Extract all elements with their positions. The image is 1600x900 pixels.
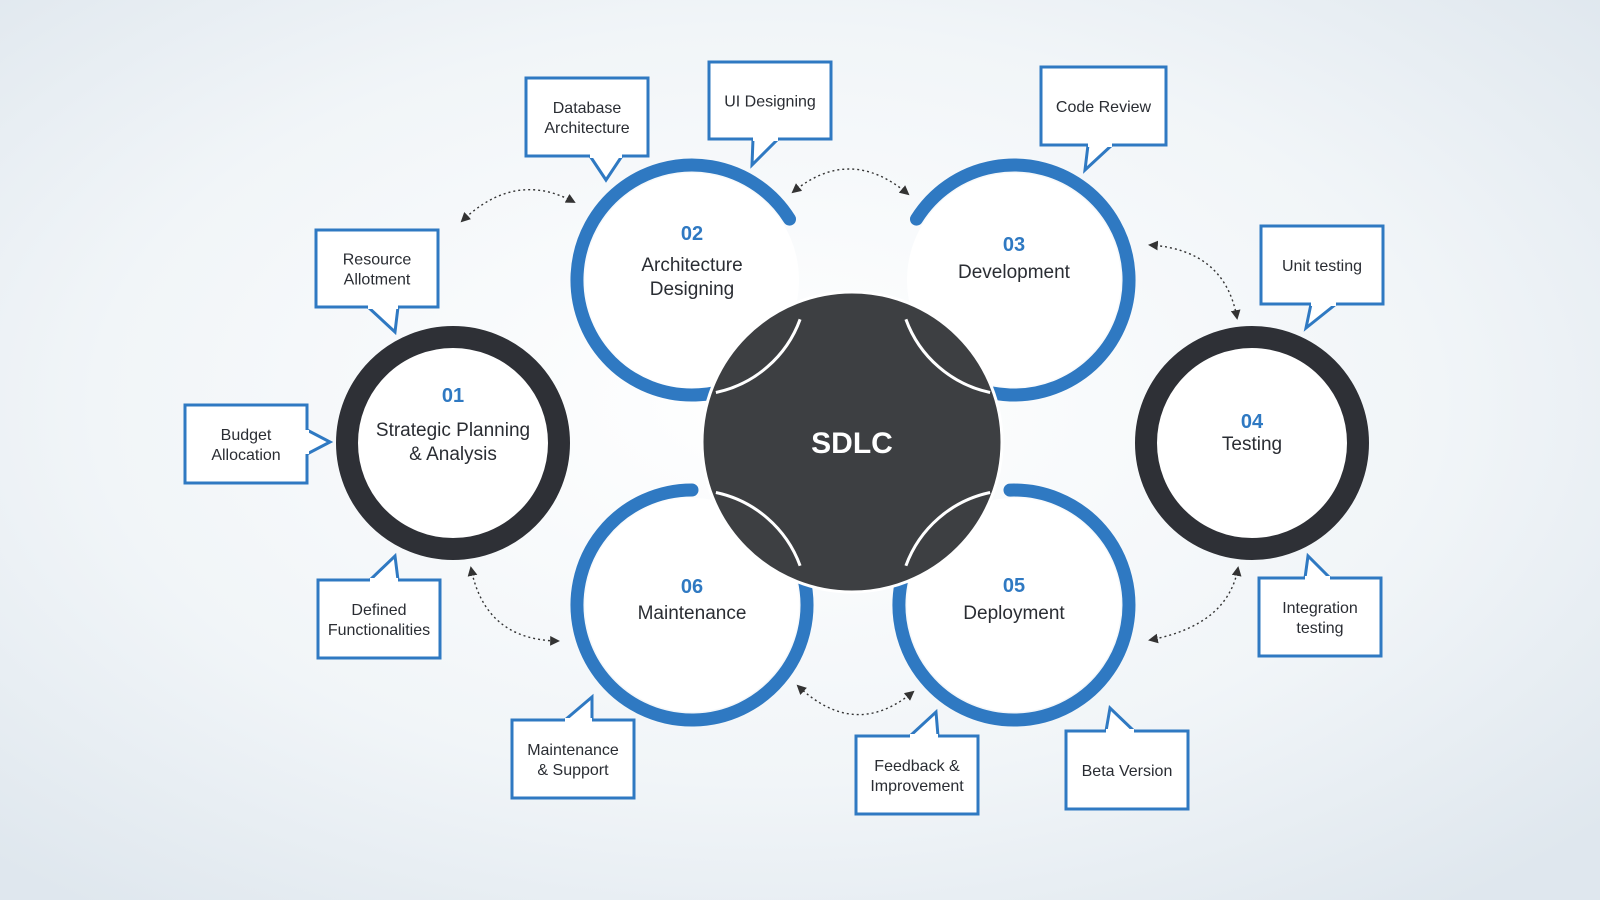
overlap-arc — [715, 491, 802, 567]
dotted-arrow — [460, 189, 576, 223]
callout-label: Code Review — [1056, 99, 1152, 116]
phase-number: 03 — [1003, 234, 1025, 256]
phase-title: Deployment — [963, 603, 1065, 624]
phase-fill — [585, 498, 799, 712]
overlap-arc — [904, 318, 991, 394]
callout-frame — [1259, 224, 1385, 306]
overlap-arc — [715, 318, 802, 394]
phase-title: Development — [958, 262, 1071, 283]
center-hub: SDLC — [700, 290, 1004, 594]
dotted-arrow — [791, 168, 910, 196]
callout-box: Maintenance & Support — [510, 693, 636, 800]
callout-frame — [524, 76, 650, 158]
callout-frame — [854, 734, 980, 816]
callout-frame — [314, 228, 440, 309]
callout-box: Code Review — [1039, 65, 1168, 174]
dotted-arrow — [796, 684, 915, 716]
phase-ring-arc — [570, 158, 796, 402]
callout-label: Allotment — [344, 272, 411, 289]
callout-label: testing — [1296, 620, 1343, 637]
center-label: SDLC — [811, 427, 893, 460]
callout-label: Maintenance — [527, 742, 619, 759]
phase-fill — [907, 498, 1121, 712]
phase-title: Maintenance — [638, 603, 747, 624]
phase-title: Testing — [1222, 434, 1282, 455]
callout-frame — [183, 403, 309, 485]
callout-label: Defined — [351, 602, 406, 619]
phase-ring — [336, 326, 570, 560]
callout-label: Architecture — [544, 120, 629, 137]
dotted-arrow — [1148, 240, 1241, 320]
callout-box: UI Designing — [707, 60, 833, 169]
callout-frame — [316, 578, 442, 660]
callout-label: Database — [553, 100, 622, 117]
phase-title: Designing — [650, 279, 735, 300]
phase-ring-arc — [570, 483, 814, 727]
callout-label: Resource — [343, 252, 412, 269]
callout-label: Functionalities — [328, 622, 430, 639]
callout-label: Improvement — [870, 778, 964, 795]
phase-number: 06 — [681, 576, 703, 598]
callout-frame — [510, 718, 636, 800]
phase-title: Architecture — [641, 255, 742, 276]
callout-label: Beta Version — [1082, 763, 1173, 780]
phase-number: 02 — [681, 223, 703, 245]
phase-number: 01 — [442, 385, 464, 407]
phase-ring-arc — [892, 483, 1136, 727]
callout-label: Unit testing — [1282, 258, 1362, 275]
phase-ring-arc — [910, 158, 1136, 402]
callout-box: Beta Version — [1064, 704, 1190, 811]
callout-box: Unit testing — [1259, 224, 1385, 332]
phase-fill — [907, 173, 1121, 387]
overlap-arc — [904, 491, 991, 567]
callout-label: & Support — [537, 762, 609, 779]
phase-number: 05 — [1003, 575, 1025, 597]
dotted-arrow — [467, 566, 560, 646]
callout-label: UI Designing — [724, 94, 816, 111]
phase-ring — [1135, 326, 1369, 560]
callout-box: Feedback & Improvement — [854, 708, 980, 816]
callout-label: Integration — [1282, 600, 1358, 617]
callout-frame — [707, 60, 833, 141]
callout-frame — [1064, 729, 1190, 811]
callout-label: Allocation — [211, 447, 280, 464]
center-circle — [700, 290, 1004, 594]
phase-number: 04 — [1241, 411, 1264, 433]
phase-fill — [585, 173, 799, 387]
callout-label: Feedback & — [874, 758, 960, 775]
connector-arrows — [460, 168, 1242, 716]
callout-frame — [1257, 576, 1383, 658]
phase-title: Strategic Planning — [376, 420, 530, 441]
callout-label: Budget — [221, 427, 272, 444]
callout-box: Integration testing — [1257, 552, 1383, 658]
phase-title: & Analysis — [409, 444, 497, 465]
